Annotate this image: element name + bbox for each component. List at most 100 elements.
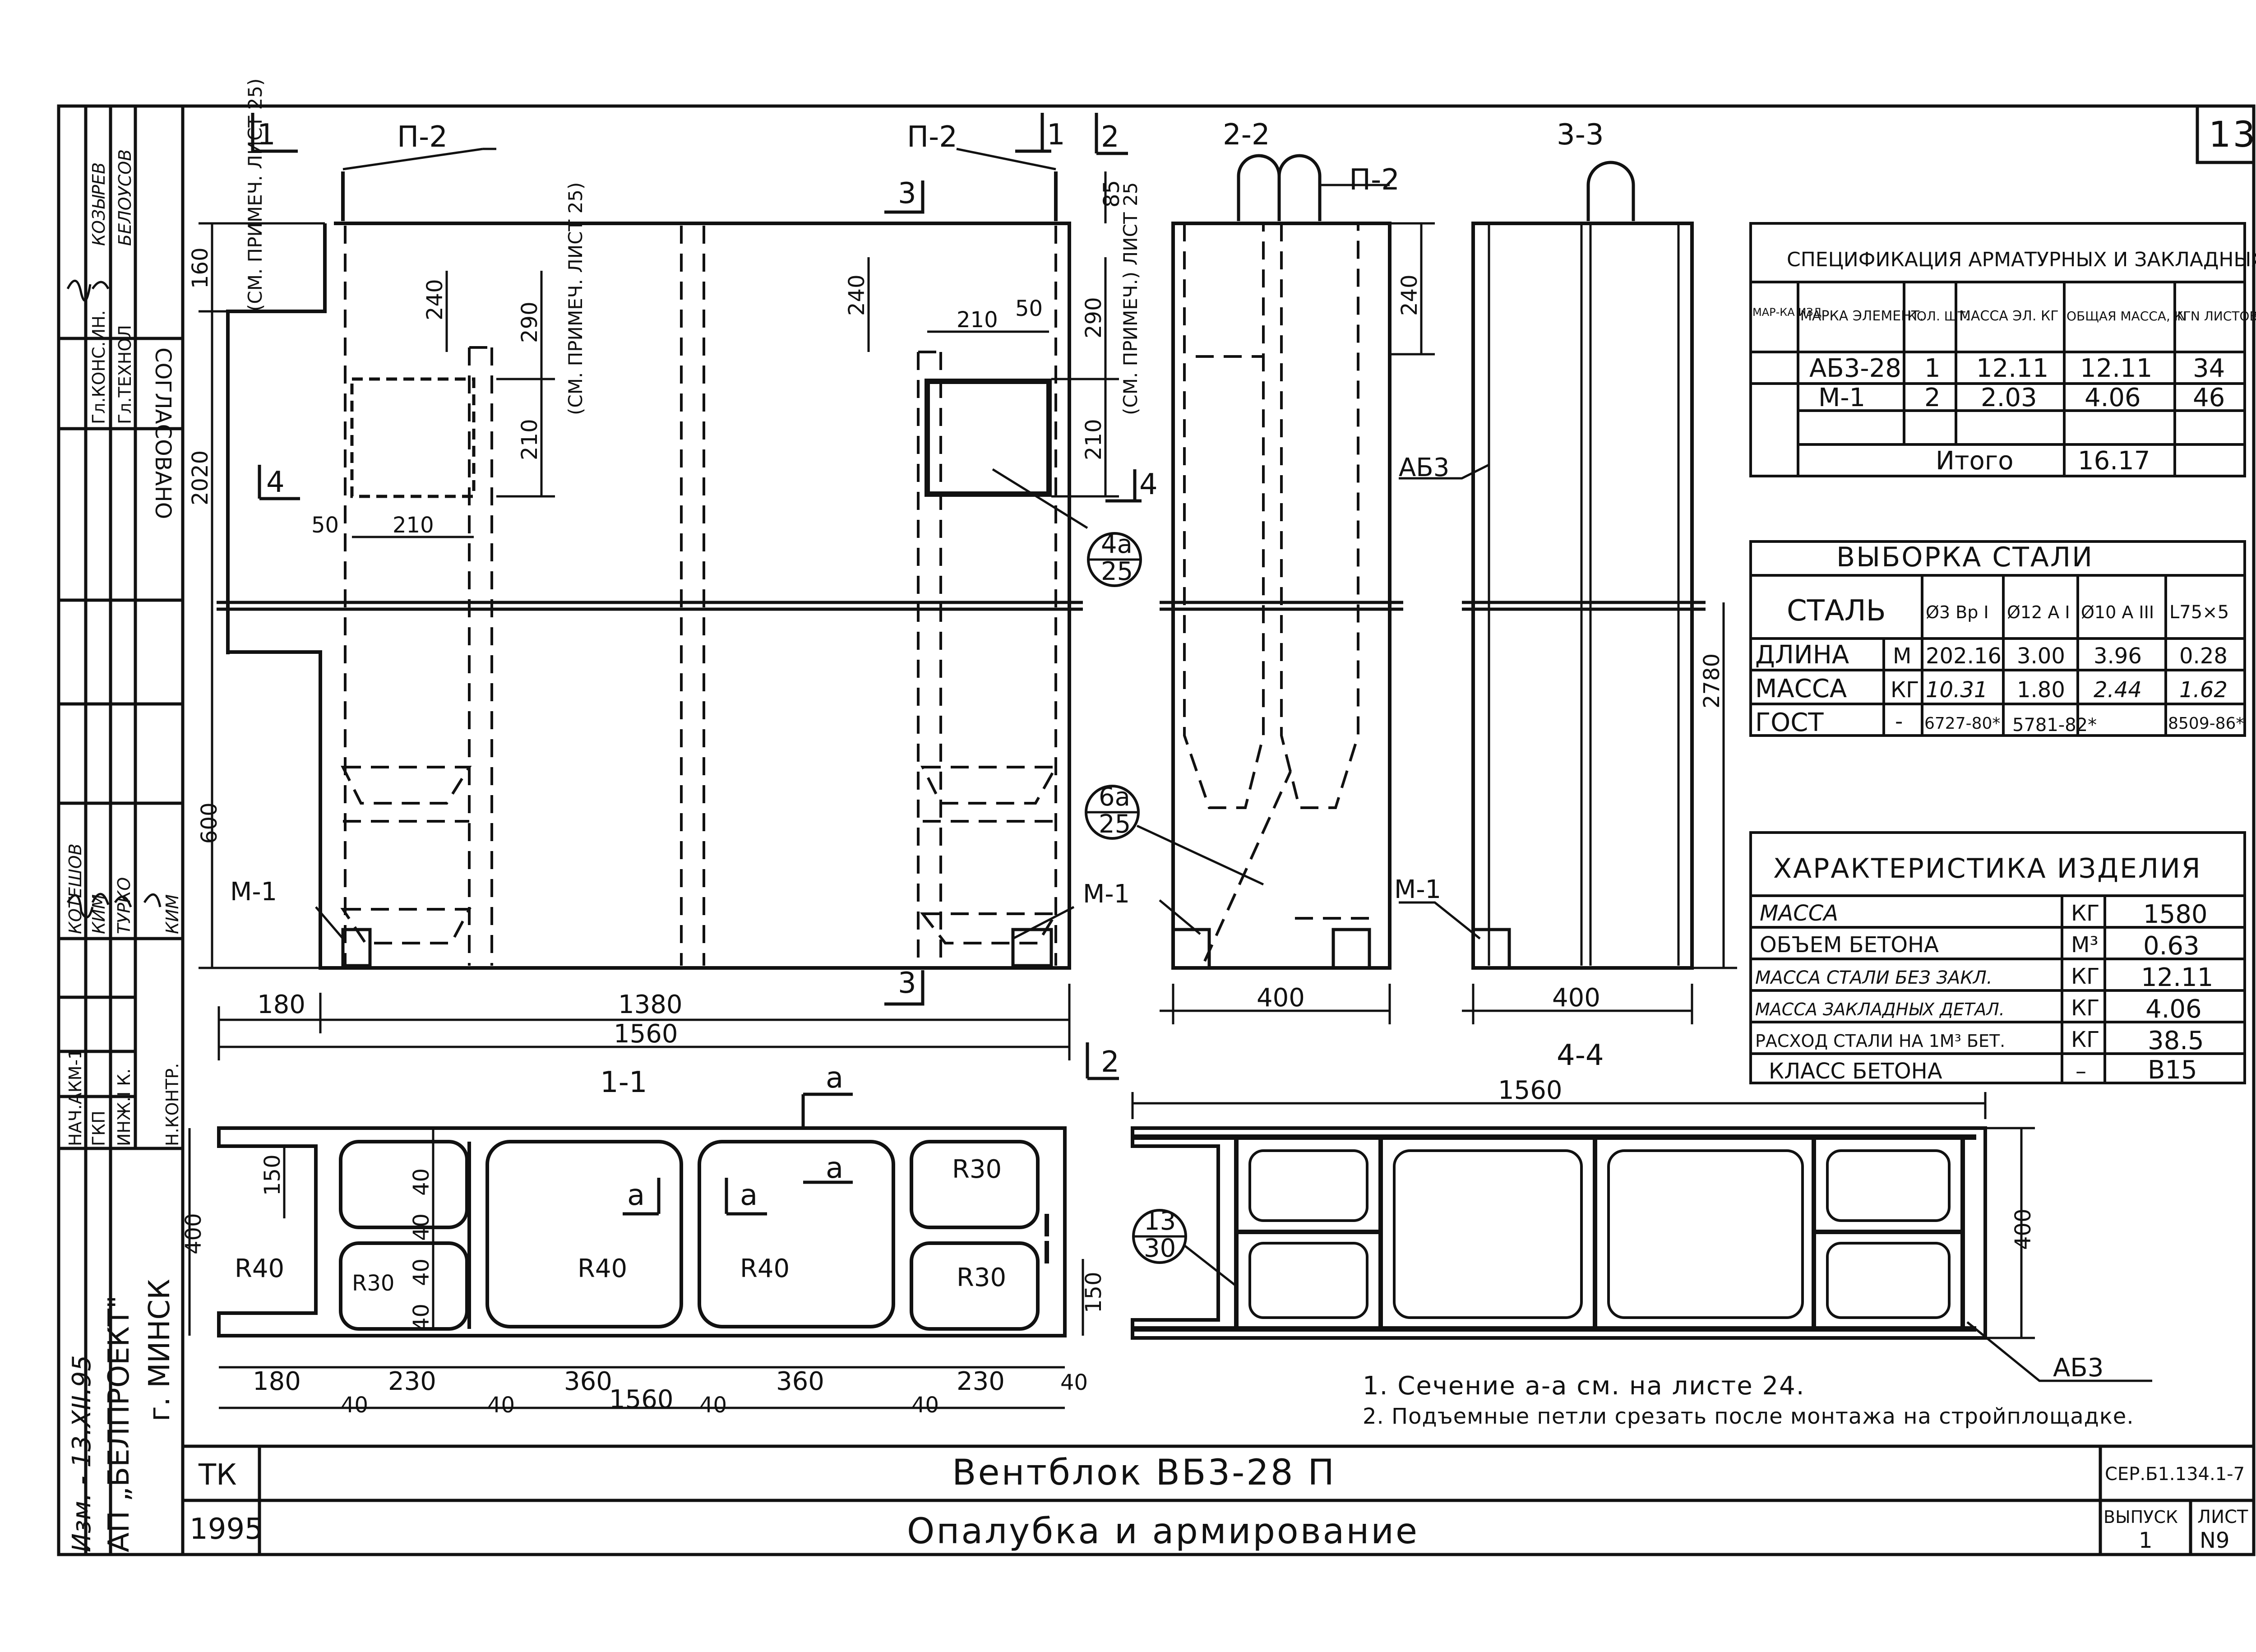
plan-dim-1560: 1560 [609, 1385, 674, 1414]
plan-dim-400: 400 [181, 1213, 206, 1254]
note-2: 2. Подъемные петли срезать после монтажа… [1363, 1404, 2134, 1429]
name-top-2: БЕЛОУСОВ [115, 149, 135, 246]
dim-600: 600 [197, 802, 222, 844]
spec-header-2: КОЛ. ШТ. [1908, 309, 1969, 324]
steel-r2-c5: 8509-86* [2168, 714, 2244, 733]
cut-mark-2: 2 [1101, 120, 1119, 154]
spec-r0-c1: АБ3-28 [1809, 354, 1901, 383]
spec-header-0: МАР-КА ИЗД. [1752, 306, 1825, 319]
steel-r1-c5: 1.62 [2179, 677, 2228, 703]
sec44-dim-1560: 1560 [1498, 1076, 1563, 1105]
callout-ab3-plan: АБ3 [2053, 1353, 2103, 1383]
char-r1-c2: 0.63 [2143, 931, 2200, 961]
callout-p2-left: П-2 [397, 120, 448, 154]
sheet-value: N9 [2200, 1528, 2229, 1553]
plan-dim-180: 180 [253, 1367, 301, 1396]
steel-header-4: Ø10 А III [2081, 602, 2154, 622]
steel-r0-c2: 202.16 [1926, 643, 2002, 669]
role-bottom-1: НАЧ.АКМ-1 [65, 1049, 85, 1146]
dim-210-a: 210 [517, 419, 542, 460]
char-r5-c1: – [2076, 1059, 2086, 1084]
spec-r0-c5: 34 [2193, 354, 2225, 383]
char-r3-c0: МАССА ЗАКЛАДНЫХ ДЕТАЛ. [1755, 1000, 2005, 1019]
role-bottom-3: ИНЖ.I К. [114, 1069, 134, 1146]
steel-r2-c3: 5781-82* [2012, 715, 2097, 736]
plan-r40-a: R40 [235, 1254, 284, 1283]
steel-header-3: Ø12 А I [2007, 602, 2070, 622]
spec-header-1: МАРКА ЭЛЕМЕНТ. [1800, 308, 1924, 324]
section-2-2-labels: 2-2 П-2 6а 25 400 240 [1099, 118, 1422, 1013]
approval-stamp: СОГЛАСОВАНО [150, 347, 176, 519]
cut-mark-4: 4 [266, 466, 285, 499]
role-top-2: Гл.ТЕХНОЛ [115, 325, 135, 424]
spec-header-4: ОБЩАЯ МАССА, КГ [2066, 309, 2191, 324]
note-1: 1. Сечение а-а см. на листе 24. [1363, 1371, 1805, 1401]
dim-50-b: 50 [311, 513, 339, 538]
spec-r0-c2: 1 [1924, 354, 1941, 383]
char-title: ХАРАКТЕРИСТИКА ИЗДЕЛИЯ [1773, 853, 2202, 884]
steel-header-0: СТАЛЬ [1787, 594, 1886, 628]
dim-240-b: 240 [844, 274, 869, 316]
cut-mark-3b: 3 [898, 967, 916, 1000]
steel-r2-c2: 6727-80* [1924, 714, 2000, 733]
steel-r1-c2: 10.31 [1926, 677, 1988, 703]
name-bottom-1: КОТЕШОВ [65, 843, 85, 934]
sheet-label: ЛИСТ [2197, 1507, 2248, 1527]
role-bottom-4: Н.КОНТР. [162, 1063, 182, 1146]
series-code: СЕР.Б1.134.1-7 [2105, 1464, 2245, 1485]
dim-1380: 1380 [618, 990, 683, 1019]
char-r0-c1: КГ [2071, 901, 2099, 926]
spec-header-3: МАССА ЭЛ. КГ [1959, 308, 2059, 324]
steel-r0-c1: М [1893, 643, 1911, 669]
steel-r0-c0: ДЛИНА [1755, 640, 1849, 670]
plan-r40-c: R40 [740, 1254, 790, 1283]
steel-r1-c4: 2.44 [2094, 677, 2142, 703]
product-title: Вентблок ВБ3-28 П [952, 1453, 1336, 1493]
spec-r1-c5: 46 [2193, 383, 2225, 412]
front-labels: 1 1 2 2 3 3 4 4 П-2 П-2 4а 25 М-1 М-1 (С… [188, 79, 1158, 1099]
sec44-dim-400: 400 [2011, 1208, 2036, 1250]
cut-mark-1: 1 [257, 118, 276, 152]
steel-r0-c5: 0.28 [2179, 643, 2228, 669]
plan-dim-40-c: 40 [409, 1259, 434, 1286]
handwritten-note: Изм. - 13.XII.95 [67, 1355, 97, 1552]
char-r3-c1: КГ [2071, 995, 2099, 1021]
plan-dim-150-b: 150 [1081, 1272, 1106, 1313]
role-top-1: Гл.КОНС.ИН. [89, 310, 109, 424]
see-note-left: (СМ. ПРИМЕЧ. ЛИСТ 25) [244, 79, 266, 311]
plan-cut-a-mid: а [826, 1152, 843, 1185]
dim-210-c: 210 [957, 307, 998, 333]
callout-m1-left: М-1 [230, 877, 277, 907]
section-1-1: 1-1 [600, 1066, 647, 1099]
callout-13-top: 13 [1144, 1207, 1176, 1236]
steel-r1-c1: КГ [1891, 677, 1919, 703]
steel-r2-c1: - [1895, 709, 1903, 734]
dim-290: 290 [517, 301, 542, 343]
plan-dim-40-g: 40 [487, 1393, 515, 1418]
callout-4a-top: 4а [1101, 530, 1133, 559]
callout-13-bot: 30 [1144, 1234, 1176, 1263]
dim-400-sec33: 400 [1552, 983, 1600, 1013]
dim-240-sec22: 240 [1397, 274, 1422, 316]
dim-160: 160 [188, 247, 213, 289]
dim-50-a: 50 [1015, 296, 1043, 321]
char-r2-c1: КГ [2071, 964, 2099, 989]
dim-2020: 2020 [188, 450, 213, 505]
plan-dim-40-e: 40 [1060, 1370, 1088, 1395]
spec-r0-c3: 12.11 [1976, 354, 2048, 383]
dim-400-sec22: 400 [1257, 983, 1305, 1013]
see-note-right: (СМ. ПРИМЕЧ.) ЛИСТ 25 [1119, 182, 1142, 415]
dim-1560: 1560 [614, 1019, 678, 1049]
dim-2780: 2780 [1699, 653, 1724, 708]
plan-dim-40-b: 40 [409, 1213, 434, 1241]
char-r4-c0: РАСХОД СТАЛИ НА 1М³ БЕТ. [1755, 1031, 2005, 1051]
general-notes: 1. Сечение а-а см. на листе 24. 2. Подъе… [1363, 1371, 2134, 1429]
char-r1-c1: М³ [2071, 932, 2099, 958]
plan-dim-360-a: 360 [564, 1367, 612, 1396]
name-top-1: КОЗЫРЕВ [89, 162, 109, 246]
plan-dim-150-a: 150 [260, 1154, 285, 1196]
characteristics-table: ХАРАКТЕРИСТИКА ИЗДЕЛИЯ МАССА КГ 1580 ОБЪ… [1749, 831, 2246, 1085]
name-bottom-4: КИМ [162, 894, 182, 934]
front-elevation [217, 171, 1083, 970]
